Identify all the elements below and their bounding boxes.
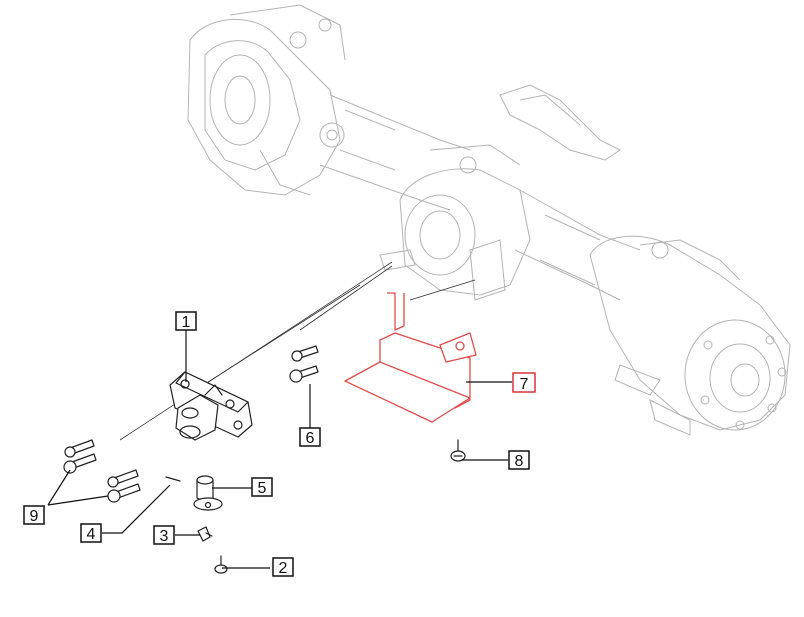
- svg-text:7: 7: [520, 376, 529, 393]
- guard-plate[interactable]: [344, 292, 477, 423]
- callout-3[interactable]: 3: [153, 525, 175, 545]
- svg-text:2: 2: [279, 560, 288, 577]
- callout-8[interactable]: 8: [508, 450, 530, 470]
- callout-4[interactable]: 4: [80, 523, 102, 543]
- callout-2[interactable]: 2: [272, 557, 294, 577]
- bolts-part-6: [289, 345, 319, 383]
- mounting-bracket: [169, 371, 253, 441]
- callout-7[interactable]: 7: [512, 372, 536, 393]
- bolts-part-9: [63, 439, 141, 503]
- svg-text:3: 3: [160, 528, 169, 545]
- callout-1[interactable]: 1: [175, 311, 197, 331]
- screw-part-2: [214, 555, 228, 574]
- callout-6[interactable]: 6: [299, 427, 321, 447]
- svg-text:6: 6: [306, 430, 315, 447]
- svg-text:8: 8: [515, 453, 524, 470]
- svg-text:5: 5: [258, 480, 267, 497]
- screw-part-8: [450, 439, 466, 462]
- svg-text:1: 1: [182, 314, 191, 331]
- assembly-guide-lines: [119, 261, 476, 441]
- callout-5[interactable]: 5: [251, 477, 273, 497]
- svg-text:4: 4: [87, 526, 96, 543]
- grease-nipple: [197, 526, 213, 542]
- spring-pin: [165, 476, 181, 482]
- leader-lines: [47, 330, 512, 569]
- svg-text:9: 9: [30, 508, 39, 525]
- callout-9[interactable]: 9: [23, 505, 45, 525]
- pin: [193, 475, 223, 511]
- axle-assembly: [187, 4, 791, 436]
